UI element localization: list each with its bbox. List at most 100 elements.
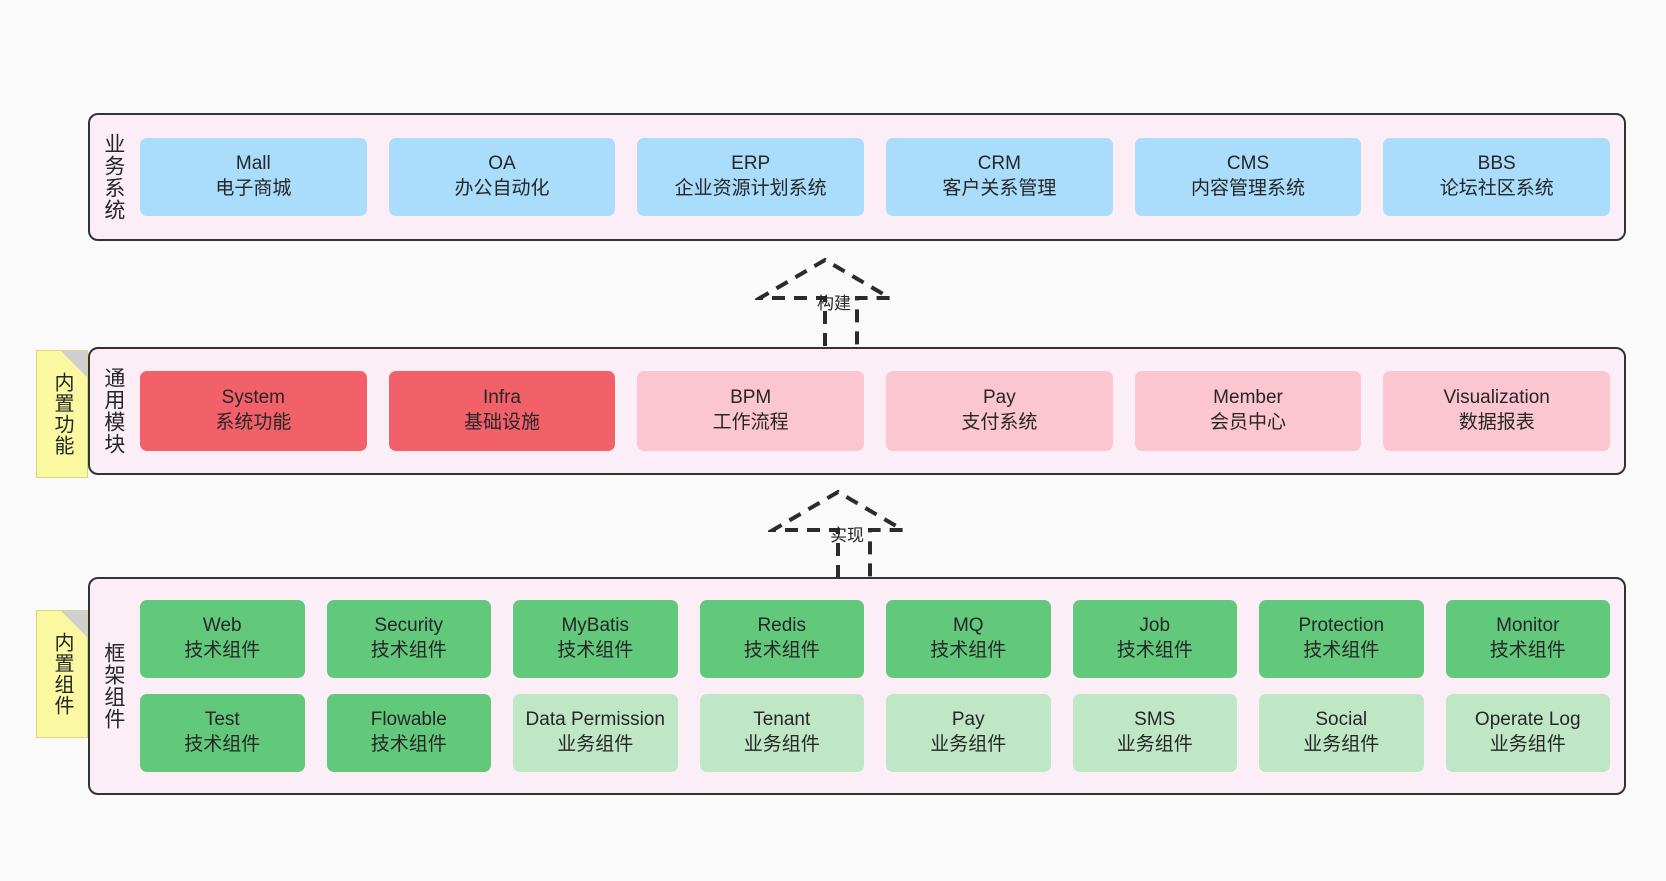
layer-title-common-modules: 通用模块: [101, 367, 125, 455]
node-subtitle: 业务组件: [1116, 734, 1193, 755]
node-subtitle: 业务组件: [1303, 734, 1380, 755]
layer-title-framework-components: 框架组件: [101, 642, 125, 730]
node-subtitle: 技术组件: [370, 734, 447, 755]
node-web[interactable]: Web 技术组件: [140, 600, 305, 678]
node-subtitle: 数据报表: [1458, 412, 1535, 433]
connector-build-label: 构建: [817, 294, 851, 313]
node-subtitle: 技术组件: [1489, 640, 1566, 661]
node-title: System: [221, 387, 286, 409]
node-title: MQ: [952, 615, 984, 637]
node-title: BBS: [1477, 153, 1516, 175]
node-subtitle: 业务组件: [930, 734, 1007, 755]
row-business-systems: Mall 电子商城 OA 办公自动化 ERP 企业资源计划系统 CRM 客户关系…: [140, 138, 1611, 216]
node-infra[interactable]: Infra 基础设施: [388, 371, 616, 451]
node-monitor[interactable]: Monitor 技术组件: [1445, 600, 1610, 678]
note-label: 内置组件: [51, 632, 73, 716]
node-subtitle: 技术组件: [370, 640, 447, 661]
node-subtitle: 基础设施: [464, 412, 541, 433]
node-subtitle: 技术组件: [1303, 640, 1380, 661]
node-test[interactable]: Test 技术组件: [140, 694, 305, 772]
node-title: Data Permission: [525, 709, 665, 731]
node-title: Pay: [982, 387, 1016, 409]
node-title: Web: [202, 615, 242, 637]
node-mybatis[interactable]: MyBatis 技术组件: [513, 600, 678, 678]
node-subtitle: 技术组件: [184, 734, 261, 755]
node-social[interactable]: Social 业务组件: [1259, 694, 1424, 772]
node-visualization[interactable]: Visualization 数据报表: [1383, 371, 1611, 451]
node-subtitle: 企业资源计划系统: [674, 178, 827, 199]
node-subtitle: 内容管理系统: [1191, 178, 1306, 199]
node-title: OA: [488, 153, 516, 175]
row-tech-components: Web 技术组件 Security 技术组件 MyBatis 技术组件 Redi…: [140, 600, 1610, 678]
row-common-modules: System 系统功能 Infra 基础设施 BPM 工作流程 Pay 支付系统…: [140, 371, 1611, 451]
implement-arrow-icon: [765, 489, 911, 578]
node-title: Operate Log: [1474, 709, 1581, 731]
node-member[interactable]: Member 会员中心: [1134, 371, 1362, 451]
node-subtitle: 论坛社区系统: [1439, 178, 1554, 199]
node-redis[interactable]: Redis 技术组件: [699, 600, 864, 678]
node-subtitle: 工作流程: [712, 412, 789, 433]
node-system[interactable]: System 系统功能: [140, 371, 367, 451]
node-subtitle: 系统功能: [215, 412, 292, 433]
node-security[interactable]: Security 技术组件: [326, 600, 491, 678]
node-subtitle: 技术组件: [1116, 640, 1193, 661]
connector-build: 构建: [752, 257, 905, 350]
connector-implement-label: 实现: [830, 526, 864, 545]
node-title: CMS: [1226, 153, 1270, 175]
node-title: Redis: [757, 615, 807, 637]
node-sms[interactable]: SMS 业务组件: [1072, 694, 1237, 772]
node-cms[interactable]: CMS 内容管理系统: [1134, 138, 1362, 216]
node-title: Security: [374, 615, 444, 637]
node-title: Pay: [951, 709, 985, 731]
node-subtitle: 技术组件: [743, 640, 820, 661]
node-subtitle: 技术组件: [557, 640, 634, 661]
node-subtitle: 办公自动化: [454, 178, 550, 199]
node-title: Tenant: [753, 709, 811, 731]
layer-body-common-modules: System 系统功能 Infra 基础设施 BPM 工作流程 Pay 支付系统…: [136, 349, 1624, 473]
layer-common-modules: 通用模块 System 系统功能 Infra 基础设施 BPM 工作流程 Pay…: [88, 347, 1626, 475]
row-business-components: Test 技术组件 Flowable 技术组件 Data Permission …: [140, 694, 1610, 772]
node-mq[interactable]: MQ 技术组件: [886, 600, 1051, 678]
note-label: 内置功能: [51, 372, 73, 456]
note-fold-corner: [61, 351, 87, 377]
build-arrow-icon: [752, 257, 898, 346]
node-title: CRM: [977, 153, 1021, 175]
node-job[interactable]: Job 技术组件: [1072, 600, 1237, 678]
node-title: Test: [204, 709, 240, 731]
note-builtin-components: 内置组件: [36, 610, 88, 738]
layer-title-business-systems: 业务系统: [101, 133, 125, 221]
node-erp[interactable]: ERP 企业资源计划系统: [637, 138, 865, 216]
layer-framework-components: 框架组件 Web 技术组件 Security 技术组件 MyBatis 技术组件…: [88, 577, 1626, 795]
node-pay[interactable]: Pay 支付系统: [886, 371, 1113, 451]
node-protection[interactable]: Protection 技术组件: [1259, 600, 1424, 678]
node-title: Visualization: [1443, 387, 1550, 409]
node-data-permission[interactable]: Data Permission 业务组件: [513, 694, 678, 772]
node-title: Social: [1315, 709, 1368, 731]
node-subtitle: 电子商城: [215, 178, 292, 199]
node-mall[interactable]: Mall 电子商城: [140, 138, 367, 216]
node-subtitle: 业务组件: [743, 734, 820, 755]
node-title: Monitor: [1496, 615, 1560, 637]
node-bbs[interactable]: BBS 论坛社区系统: [1383, 138, 1611, 216]
node-title: ERP: [731, 153, 771, 175]
node-title: Protection: [1298, 615, 1385, 637]
node-subtitle: 技术组件: [930, 640, 1007, 661]
node-subtitle: 会员中心: [1210, 412, 1287, 433]
node-pay-component[interactable]: Pay 业务组件: [886, 694, 1051, 772]
node-oa[interactable]: OA 办公自动化: [388, 138, 616, 216]
node-subtitle: 客户关系管理: [942, 178, 1057, 199]
node-flowable[interactable]: Flowable 技术组件: [326, 694, 491, 772]
node-subtitle: 技术组件: [184, 640, 261, 661]
node-title: BPM: [730, 387, 772, 409]
connector-implement: 实现: [765, 489, 918, 582]
node-bpm[interactable]: BPM 工作流程: [637, 371, 865, 451]
node-subtitle: 支付系统: [961, 412, 1038, 433]
node-crm[interactable]: CRM 客户关系管理: [886, 138, 1113, 216]
node-operate-log[interactable]: Operate Log 业务组件: [1445, 694, 1610, 772]
note-fold-corner: [61, 611, 87, 637]
layer-body-framework-components: Web 技术组件 Security 技术组件 MyBatis 技术组件 Redi…: [136, 579, 1624, 793]
layer-business-systems: 业务系统 Mall 电子商城 OA 办公自动化 ERP 企业资源计划系统 CRM…: [88, 113, 1626, 241]
node-title: Infra: [482, 387, 522, 409]
node-tenant[interactable]: Tenant 业务组件: [699, 694, 864, 772]
